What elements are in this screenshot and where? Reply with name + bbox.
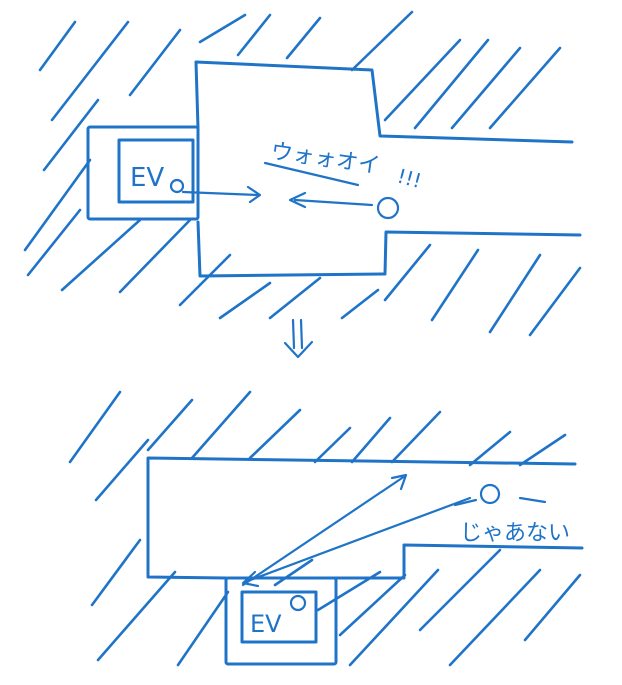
bottom-hatch xyxy=(68,390,582,667)
top-elevator-car xyxy=(117,138,195,204)
bottom-person-right xyxy=(479,483,501,505)
bottom-speech-text: じゃあない xyxy=(460,521,570,546)
top-elevator-shaft xyxy=(86,125,200,221)
bottom-elevator-shaft xyxy=(224,576,338,666)
bottom-escape-arrow xyxy=(241,473,408,587)
bottom-elevator-car xyxy=(240,590,318,644)
double-arrow-down-icon xyxy=(283,318,314,359)
top-exit-arrow xyxy=(181,185,262,204)
top-shout-text: ウォォオイ xyxy=(269,139,381,179)
top-hatch xyxy=(23,10,582,337)
top-shout-line xyxy=(263,161,360,187)
top-ev-label: EV xyxy=(130,163,164,193)
bottom-approach-arrow xyxy=(241,496,472,588)
bottom-ev-label: EV xyxy=(250,610,282,638)
top-person-right xyxy=(376,196,400,220)
top-shout-marks: !!! xyxy=(395,164,424,193)
bottom-scene: EV じゃあない xyxy=(68,390,584,667)
bottom-speech-lines xyxy=(453,496,547,507)
top-person-in-elevator xyxy=(169,178,185,194)
bottom-person-in-elevator xyxy=(289,594,307,612)
top-room-outline xyxy=(194,60,582,278)
top-approach-arrow xyxy=(288,191,374,209)
bottom-corridor-outline xyxy=(146,456,584,580)
top-scene: EV ウォォオイ !!! xyxy=(23,10,582,337)
